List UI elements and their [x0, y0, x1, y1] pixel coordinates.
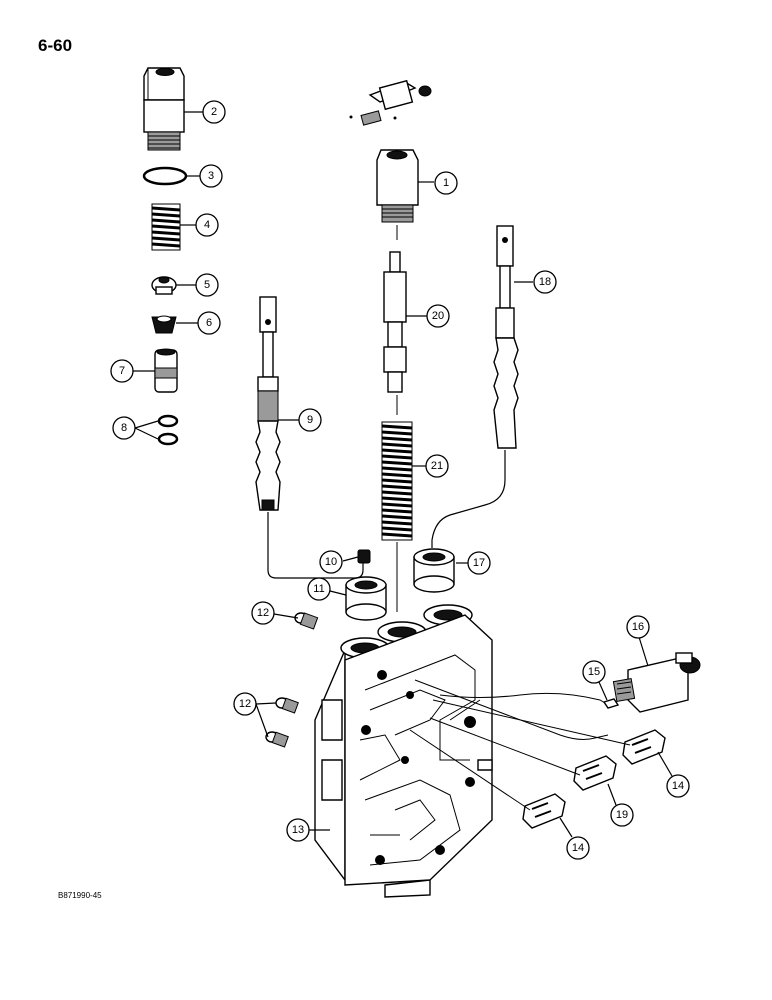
- svg-text:10: 10: [325, 556, 337, 568]
- svg-text:20: 20: [432, 310, 444, 322]
- part-9-spool: [255, 296, 364, 579]
- callout-9: 9: [298, 408, 322, 432]
- callout-18: 18: [533, 270, 557, 294]
- svg-text:12: 12: [257, 607, 269, 619]
- callout-2: 2: [202, 100, 226, 124]
- callout-19: 19: [610, 803, 634, 827]
- callout-20: 20: [426, 304, 450, 328]
- svg-text:9: 9: [307, 414, 313, 426]
- callout-16: 16: [626, 615, 650, 639]
- part-1-cap: [376, 149, 419, 240]
- svg-text:4: 4: [204, 219, 210, 231]
- part-17-sleeve: [413, 548, 455, 593]
- part-19-clip: [573, 755, 617, 791]
- part-4-spring: [151, 203, 181, 251]
- callout-4: 4: [195, 213, 219, 237]
- callout-14-right: 14: [666, 774, 690, 798]
- part-14-clip-left: [522, 793, 566, 829]
- part-2-relief-cap: [143, 67, 185, 151]
- part-20-spool: [383, 251, 407, 415]
- fitting-top: [349, 79, 432, 126]
- part-8-rings: [157, 414, 179, 446]
- callout-17: 17: [467, 551, 491, 575]
- svg-text:3: 3: [208, 170, 214, 182]
- svg-text:15: 15: [588, 666, 600, 678]
- callout-15: 15: [582, 660, 606, 684]
- callout-12-lower: 12: [233, 692, 257, 716]
- part-21-spring: [381, 421, 413, 612]
- svg-text:14: 14: [572, 842, 584, 854]
- svg-text:7: 7: [119, 365, 125, 377]
- svg-text:1: 1: [443, 177, 449, 189]
- svg-text:21: 21: [431, 460, 443, 472]
- part-3-o-ring: [142, 166, 188, 186]
- callout-10: 10: [319, 550, 343, 574]
- part-18-spool: [431, 225, 519, 548]
- callout-5: 5: [195, 273, 219, 297]
- part-14-clip-right: [622, 729, 666, 765]
- part-11-sleeve: [345, 576, 387, 621]
- callout-21: 21: [425, 454, 449, 478]
- part-10-plug: [357, 549, 371, 564]
- svg-text:16: 16: [632, 621, 644, 633]
- callout-14-left: 14: [566, 836, 590, 860]
- svg-text:13: 13: [292, 824, 304, 836]
- svg-text:2: 2: [211, 106, 217, 118]
- part-15-plug: [602, 698, 620, 709]
- figure-code: B871990-45: [58, 891, 102, 900]
- page-number: 6-60: [38, 36, 73, 55]
- part-12-plug-lower-b: [265, 731, 289, 748]
- part-5-poppet: [151, 276, 177, 295]
- callout-6: 6: [197, 311, 221, 335]
- callout-8: 8: [112, 416, 136, 440]
- part-16-switch: [612, 652, 701, 713]
- callout-11: 11: [307, 577, 331, 601]
- callout-1: 1: [434, 171, 458, 195]
- part-12-plug-lower-a: [275, 697, 299, 714]
- svg-text:19: 19: [616, 809, 628, 821]
- svg-text:8: 8: [121, 422, 127, 434]
- part-6-seat: [151, 315, 177, 334]
- svg-text:14: 14: [672, 780, 684, 792]
- svg-text:6: 6: [206, 317, 212, 329]
- svg-text:18: 18: [539, 276, 551, 288]
- callout-12-upper: 12: [251, 601, 275, 625]
- callout-3: 3: [199, 164, 223, 188]
- svg-text:12: 12: [239, 698, 251, 710]
- svg-text:17: 17: [473, 557, 485, 569]
- callout-7: 7: [110, 359, 134, 383]
- svg-text:5: 5: [204, 279, 210, 291]
- part-7-valve-body: [154, 348, 178, 393]
- part-12-plug-upper: [294, 612, 319, 630]
- part-13-valve-housing: [314, 604, 493, 898]
- svg-text:11: 11: [313, 583, 324, 595]
- callout-13: 13: [286, 818, 310, 842]
